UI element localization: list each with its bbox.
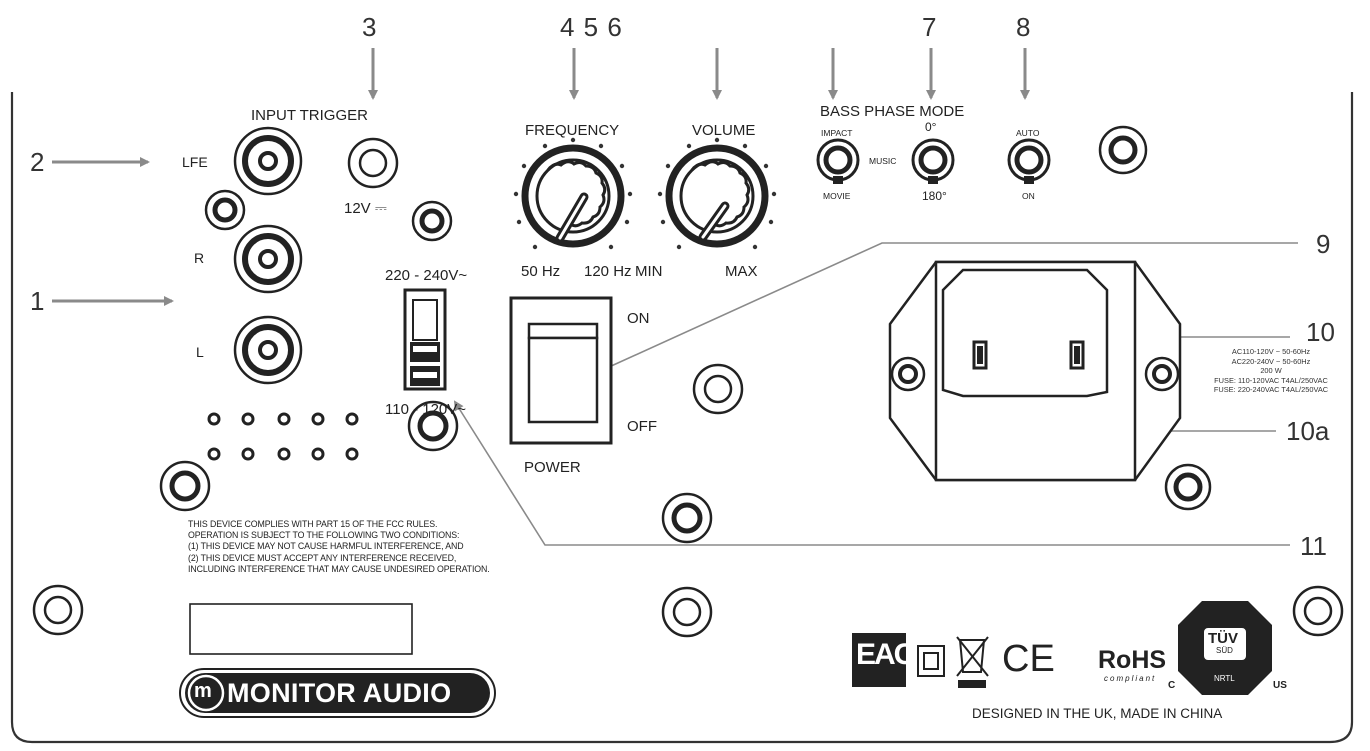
volume-title: VOLUME [692,122,756,139]
eac-text: EAC [856,638,915,671]
trigger-jack [347,137,399,189]
tuv-text: TÜV [1208,630,1238,647]
callout-7: 7 [922,12,937,42]
frequency-scale-dots [513,137,633,250]
bass-phase-mode-title: BASS PHASE MODE [820,103,965,120]
screw-2 [407,400,459,452]
fcc-line: THIS DEVICE COMPLIES WITH PART 15 OF THE… [188,519,438,529]
nrtl-text: NRTL [1214,674,1235,683]
screw-1 [159,460,211,512]
callout-11: 11 [1300,531,1327,561]
spec-line: AC220-240V ~ 50-60Hz [1231,356,1311,366]
l-label: L [196,344,204,360]
voltage-high-label: 220 - 240V~ [385,267,468,284]
callout-1: 1 [30,286,45,316]
screw-9 [1098,125,1148,175]
logo-monogram: m [194,680,212,702]
power-off-label: OFF [627,418,657,435]
tuv-us-text: US [1273,680,1287,691]
panel-screws [32,125,1344,638]
brand-name: MONITOR AUDIO [227,678,452,708]
toggle-phase [911,138,955,184]
frequency-max: 120 Hz [584,263,632,280]
auto-label: AUTO [1016,128,1040,138]
spec-line: 200 W [1260,366,1282,376]
vent-holes [207,412,359,461]
voltage-selector [403,288,447,391]
power-label: POWER [524,459,581,476]
frequency-knob [513,137,633,250]
volume-knob [657,137,777,250]
mains-spec-block: AC110-120V ~ 50-60Hz AC220-240V ~ 50-60H… [1186,347,1356,395]
fcc-line: OPERATION IS SUBJECT TO THE FOLLOWING TW… [188,530,460,541]
panel-outline [10,92,1354,744]
volume-min: MIN [635,263,663,280]
screw-6 [661,586,713,638]
screw-5 [32,584,84,636]
frequency-title: FREQUENCY [525,122,620,139]
screw-12v [411,200,453,242]
serial-label-plate [189,603,413,655]
callout-8: 8 [1016,12,1031,42]
mains-inlet [888,260,1182,482]
tuv-mark [1178,601,1272,695]
callout-3: 3 [362,12,377,42]
phase-180-label: 180° [922,189,947,203]
power-switch [509,296,613,445]
origin-footer: DESIGNED IN THE UK, MADE IN CHINA [972,706,1223,721]
spec-line: FUSE: 110-120VAC T4AL/250VAC [1214,375,1328,385]
screw-7 [1292,585,1344,637]
callout-arrows [52,48,1030,306]
rca-r [233,224,303,294]
toggle-auto [1007,138,1051,184]
fcc-line: INCLUDING INTERFERENCE THAT MAY CAUSE UN… [188,563,490,574]
rca-lfe [233,126,303,196]
callout-10a: 10a [1286,416,1330,446]
movie-label: MOVIE [823,191,851,201]
voltage-low-label: 110 - 120V~ [385,401,467,418]
rohs-text: RoHS [1098,646,1167,674]
input-trigger-title: INPUT TRIGGER [251,107,368,124]
inlet-screw-right [1144,356,1180,392]
screw-8 [1164,463,1212,511]
fcc-notice: THIS DEVICE COMPLIES WITH PART 15 OF THE… [188,519,490,575]
tuv-sud-text: SÜD [1216,646,1233,655]
impact-label: IMPACT [821,128,853,138]
frequency-min: 50 Hz [521,263,561,280]
screw-3 [692,363,744,415]
rca-l [233,315,303,385]
tuv-c-text: C [1168,680,1176,691]
weee-bin-mark [956,636,989,688]
spec-line: AC110-120V ~ 50-60Hz [1231,347,1311,356]
leader-11 [453,400,1290,546]
ce-text: CE [1002,638,1055,680]
inlet-screw-left [890,356,926,392]
fcc-line: (2) THIS DEVICE MUST ACCEPT ANY INTERFER… [188,552,457,563]
volume-scale-dots [657,137,777,250]
leader-9 [596,242,1298,374]
eac-mark [852,633,906,687]
toggle-bass-mode [816,138,860,184]
double-insulation-mark [917,645,945,677]
screw-small-left [204,189,246,231]
volume-max: MAX [725,263,758,280]
phase-0-label: 0° [925,120,937,134]
auto-on-label: ON [1022,191,1035,201]
callout-9: 9 [1316,229,1331,259]
trigger-voltage-label: 12V ⎓ [344,200,387,217]
music-label: MUSIC [869,156,897,166]
spec-line: FUSE: 220-240VAC T4AL/250VAC [1213,385,1329,395]
callout-10: 10 [1306,317,1335,347]
rohs-compliant-text: compliant [1104,674,1157,683]
monitor-audio-logo [179,668,496,718]
power-on-label: ON [627,310,650,327]
screw-4 [661,492,713,544]
callout-4-5-6: 4 5 6 [560,12,623,42]
lfe-label: LFE [182,154,208,170]
r-label: R [194,250,205,266]
fcc-line: (1) THIS DEVICE MAY NOT CAUSE HARMFUL IN… [188,541,464,552]
callout-2: 2 [30,147,45,177]
